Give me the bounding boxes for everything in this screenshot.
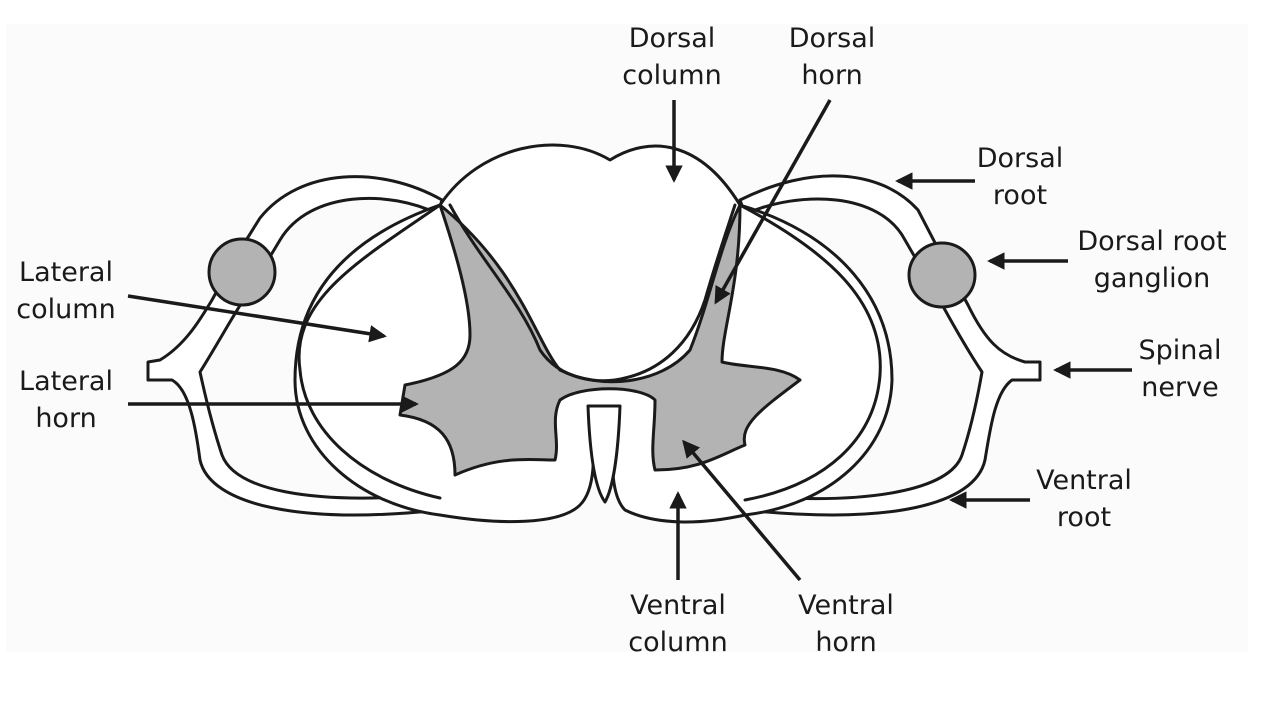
arrow-ventral-horn xyxy=(682,439,802,582)
ventral-median-fissure xyxy=(586,404,622,504)
dorsal-column-region xyxy=(448,203,737,383)
right-white-matter-boundary xyxy=(738,203,882,502)
grey-matter xyxy=(398,203,802,477)
left-dorsal-root-ganglion xyxy=(207,237,277,307)
arrow-dorsal-horn xyxy=(714,99,832,305)
right-dorsal-root-ganglion xyxy=(907,241,977,309)
arrow-lateral-column xyxy=(127,294,387,343)
left-white-matter-boundary xyxy=(297,203,442,500)
